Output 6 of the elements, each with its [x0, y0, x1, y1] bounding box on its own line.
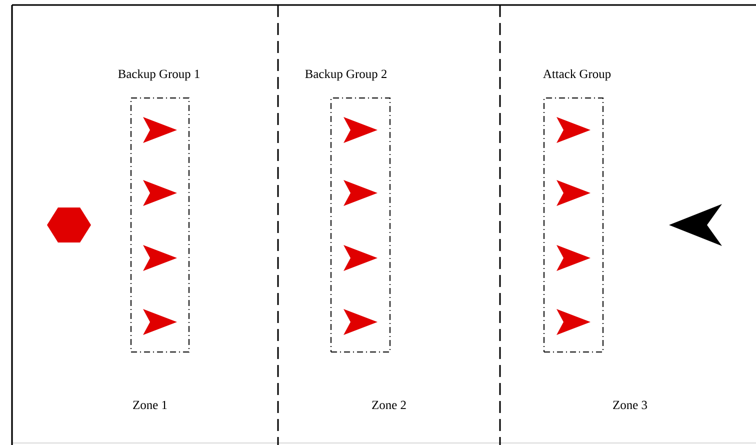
zone-label: Zone 2	[372, 400, 406, 410]
zone-label: Zone 3	[613, 400, 647, 410]
zone-label: Zone 1	[133, 400, 167, 410]
group-heading: Backup Group 2	[305, 69, 386, 81]
group-heading: Backup Group 1	[118, 69, 200, 81]
group-heading: Attack Group	[543, 69, 611, 81]
